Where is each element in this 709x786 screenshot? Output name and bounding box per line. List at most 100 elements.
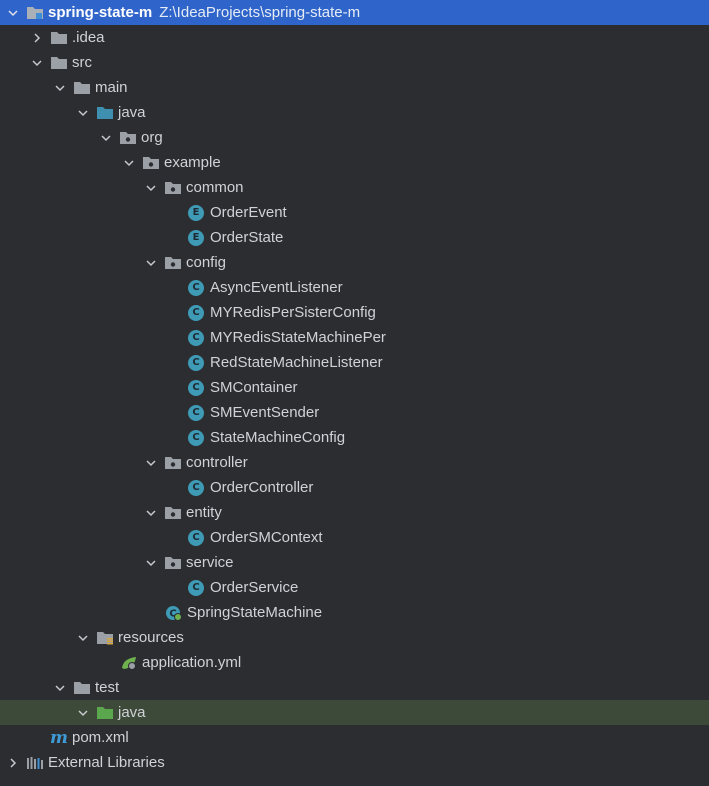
tree-node-src[interactable]: src	[0, 50, 709, 75]
tree-node-file[interactable]: application.yml	[0, 650, 709, 675]
chevron-right-icon[interactable]	[6, 756, 20, 770]
tree-node-class[interactable]: C MYRedisPerSisterConfig	[0, 300, 709, 325]
node-label: entity	[186, 504, 222, 521]
tree-node-idea[interactable]: .idea	[0, 25, 709, 50]
chevron-down-icon[interactable]	[53, 81, 67, 95]
package-icon	[164, 255, 182, 271]
tree-node-class[interactable]: C OrderSMContext	[0, 525, 709, 550]
tree-node-class[interactable]: E OrderState	[0, 225, 709, 250]
package-icon	[164, 505, 182, 521]
tree-node-class[interactable]: C AsyncEventListener	[0, 275, 709, 300]
chevron-down-icon[interactable]	[6, 6, 20, 20]
enum-icon: E	[188, 229, 206, 246]
tree-node-test-java[interactable]: java	[0, 700, 709, 725]
tree-node-project[interactable]: spring-state-m Z:\IdeaProjects\spring-st…	[0, 0, 709, 25]
tree-node-class[interactable]: C StateMachineConfig	[0, 425, 709, 450]
class-icon: C	[188, 579, 206, 596]
tree-node-common[interactable]: common	[0, 175, 709, 200]
svg-text:C: C	[169, 608, 176, 619]
chevron-down-icon[interactable]	[99, 131, 113, 145]
chevron-down-icon[interactable]	[30, 56, 44, 70]
spring-boot-app-icon: C	[165, 605, 183, 621]
node-label: OrderController	[210, 479, 314, 496]
class-icon: C	[188, 329, 206, 346]
class-icon: C	[188, 429, 206, 446]
tree-node-external-libraries[interactable]: External Libraries	[0, 750, 709, 775]
node-label: src	[72, 54, 92, 71]
node-label: OrderService	[210, 579, 299, 596]
node-label: .idea	[72, 29, 105, 46]
tree-node-org[interactable]: org	[0, 125, 709, 150]
tree-node-example[interactable]: example	[0, 150, 709, 175]
package-icon	[164, 180, 182, 196]
spring-yaml-icon	[120, 655, 138, 671]
node-label: pom.xml	[72, 729, 129, 746]
tree-node-class[interactable]: C SMContainer	[0, 375, 709, 400]
node-label: main	[95, 79, 128, 96]
node-label: common	[186, 179, 244, 196]
chevron-down-icon[interactable]	[76, 706, 90, 720]
chevron-down-icon[interactable]	[144, 506, 158, 520]
resources-folder-icon	[96, 630, 114, 646]
folder-icon	[73, 680, 91, 696]
tree-node-config[interactable]: config	[0, 250, 709, 275]
node-label: SMEventSender	[210, 404, 320, 421]
tree-node-class[interactable]: C MYRedisStateMachinePer	[0, 325, 709, 350]
libraries-icon	[26, 755, 44, 771]
package-icon	[119, 130, 137, 146]
folder-icon	[50, 30, 68, 46]
chevron-down-icon[interactable]	[122, 156, 136, 170]
maven-icon: m	[50, 727, 68, 748]
folder-icon	[73, 80, 91, 96]
package-icon	[142, 155, 160, 171]
tree-node-app-class[interactable]: C SpringStateMachine	[0, 600, 709, 625]
tree-node-class[interactable]: C OrderController	[0, 475, 709, 500]
tree-node-controller[interactable]: controller	[0, 450, 709, 475]
tree-node-class[interactable]: C RedStateMachineListener	[0, 350, 709, 375]
module-folder-icon	[26, 5, 44, 21]
class-icon: C	[188, 529, 206, 546]
node-label: OrderEvent	[210, 204, 287, 221]
node-label: StateMachineConfig	[210, 429, 346, 446]
tree-node-class[interactable]: C OrderService	[0, 575, 709, 600]
chevron-down-icon[interactable]	[53, 681, 67, 695]
tree-node-entity[interactable]: entity	[0, 500, 709, 525]
node-label: MYRedisStateMachinePer	[210, 329, 386, 346]
node-label: java	[118, 104, 146, 121]
tree-node-main[interactable]: main	[0, 75, 709, 100]
tree-node-pom[interactable]: m pom.xml	[0, 725, 709, 750]
node-label: org	[141, 129, 163, 146]
source-folder-icon	[96, 105, 114, 121]
folder-icon	[50, 55, 68, 71]
class-icon: C	[188, 279, 206, 296]
chevron-down-icon[interactable]	[144, 456, 158, 470]
class-icon: C	[188, 404, 206, 421]
node-label: service	[186, 554, 234, 571]
test-folder-icon	[96, 705, 114, 721]
chevron-down-icon[interactable]	[144, 556, 158, 570]
class-icon: C	[188, 479, 206, 496]
node-label: application.yml	[142, 654, 242, 671]
chevron-right-icon[interactable]	[30, 31, 44, 45]
node-label: config	[186, 254, 227, 271]
class-icon: C	[188, 304, 206, 321]
node-label: AsyncEventListener	[210, 279, 343, 296]
tree-node-class[interactable]: C SMEventSender	[0, 400, 709, 425]
node-label: resources	[118, 629, 184, 646]
tree-node-test[interactable]: test	[0, 675, 709, 700]
project-path: Z:\IdeaProjects\spring-state-m	[159, 4, 361, 21]
node-label: MYRedisPerSisterConfig	[210, 304, 376, 321]
tree-node-resources[interactable]: resources	[0, 625, 709, 650]
node-label: RedStateMachineListener	[210, 354, 383, 371]
node-label: example	[164, 154, 221, 171]
node-label: SMContainer	[210, 379, 298, 396]
class-icon: C	[188, 379, 206, 396]
chevron-down-icon[interactable]	[76, 631, 90, 645]
chevron-down-icon[interactable]	[76, 106, 90, 120]
chevron-down-icon[interactable]	[144, 181, 158, 195]
chevron-down-icon[interactable]	[144, 256, 158, 270]
enum-icon: E	[188, 204, 206, 221]
tree-node-service[interactable]: service	[0, 550, 709, 575]
tree-node-java[interactable]: java	[0, 100, 709, 125]
tree-node-class[interactable]: E OrderEvent	[0, 200, 709, 225]
